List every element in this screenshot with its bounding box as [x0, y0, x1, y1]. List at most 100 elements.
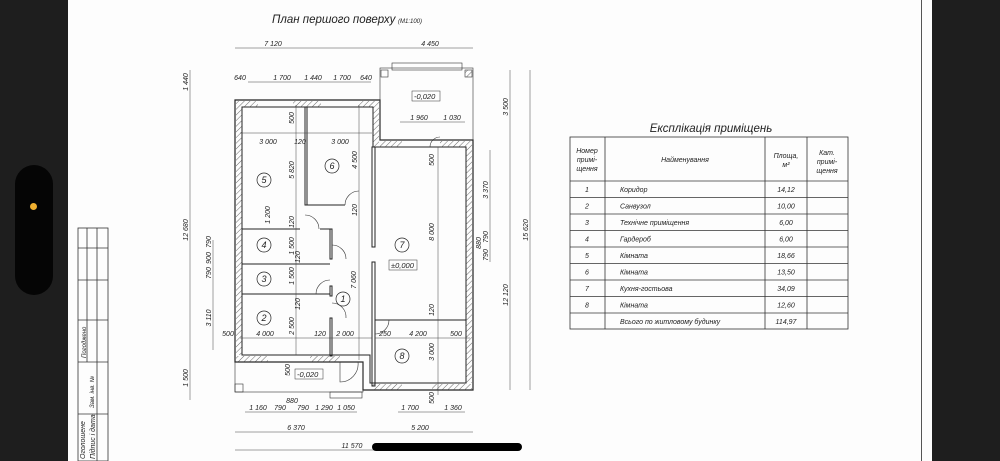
room-number: 2	[260, 313, 266, 323]
dimension-label: 1 160	[249, 405, 267, 412]
dimension-label: 3 500	[503, 98, 510, 116]
dimension-label: 790	[483, 231, 490, 243]
dimension-label: 15 620	[523, 219, 530, 241]
dimension-label: 1 700	[333, 75, 351, 82]
dimension-label: 790	[206, 236, 213, 248]
dimension-label: 120	[429, 304, 436, 316]
table-title: Експлікація приміщень	[650, 123, 773, 135]
dimension-label: 1 050	[337, 405, 355, 412]
stamp-cut: Оголошене	[80, 421, 87, 459]
dimension-label: 120	[295, 298, 302, 310]
plan-scale: (М1:100)	[398, 19, 422, 25]
total-name: Всього по житловому будинку	[620, 318, 721, 326]
level-porch-top: -0,020	[414, 92, 436, 101]
dimension-label: 3 000	[429, 343, 436, 361]
dimension-label: 11 570	[342, 443, 363, 450]
dimension-label: 3 370	[483, 181, 490, 199]
table-cell-area: 14,12	[777, 187, 795, 194]
dimension-label: 1 440	[183, 73, 190, 91]
dimension-label: 4 000	[256, 331, 274, 338]
walls	[234, 62, 474, 399]
table-cell-name: Кімната	[620, 269, 648, 277]
dimension-label: 12 120	[503, 284, 510, 306]
header-category: примі-	[817, 158, 838, 166]
dimension-label: 1 440	[304, 75, 322, 82]
dimension-label: 790	[274, 405, 286, 412]
table-cell-area: 6,00	[779, 220, 793, 227]
table-cell-name: Коридор	[620, 186, 648, 194]
table-cell-area: 34,09	[777, 286, 795, 293]
dimension-label: 3 110	[206, 309, 213, 326]
explication-table	[569, 136, 849, 330]
dimension-label: 1 500	[289, 267, 296, 285]
home-indicator[interactable]	[372, 443, 522, 451]
dimension-label: 5 820	[289, 161, 296, 179]
dimension-label: 500	[285, 364, 292, 376]
frame-border	[921, 0, 922, 461]
room-number: 8	[399, 351, 404, 361]
dimension-label: 1 290	[315, 405, 333, 412]
dimension-label: 1 500	[289, 237, 296, 255]
table-cell-name: Технічне приміщення	[620, 219, 689, 227]
dimension-label: 12 680	[183, 219, 190, 241]
dimension-label: 2 500	[289, 317, 296, 336]
table-cell-name: Гардероб	[620, 236, 652, 244]
header-number: примі-	[577, 156, 598, 164]
indicator-dot-icon	[30, 203, 37, 210]
table-cell-num: 3	[585, 220, 589, 227]
table-cell-area: 13,50	[777, 270, 795, 277]
dimension-label: 900	[206, 252, 213, 264]
dimension-label: 4 200	[409, 331, 427, 338]
header-area: Площа,	[774, 153, 799, 160]
header-area: м²	[782, 162, 790, 169]
dimension-label: 3 000	[259, 139, 277, 146]
dimension-label: 640	[234, 75, 246, 82]
dimension-label: 120	[314, 331, 326, 338]
table-cell-name: Санвузол	[620, 204, 651, 211]
table-cell-num: 5	[585, 253, 589, 260]
dimension-label: 1 960	[410, 115, 428, 122]
dimension-label: 880	[476, 237, 483, 249]
dimension-label: 8 000	[429, 223, 436, 241]
dimension-label: 250	[378, 331, 391, 338]
room-markers	[256, 158, 410, 364]
dimension-label: 500	[222, 331, 234, 338]
dimension-label: 790	[297, 405, 309, 412]
table-cell-num: 7	[585, 286, 590, 293]
dimension-label: 2 000	[335, 331, 354, 338]
dimension-label: 1 200	[265, 206, 272, 224]
table-cell-area: 6,00	[779, 237, 793, 244]
header-category: щення	[816, 168, 838, 175]
dimension-label: 640	[360, 75, 372, 82]
total-area: 114,97	[776, 319, 798, 326]
dimension-label: 880	[286, 398, 298, 405]
table-cell-num: 6	[585, 270, 589, 277]
room-number: 5	[261, 175, 267, 185]
header-category: Кат.	[819, 150, 835, 157]
dimension-label: 500	[429, 392, 436, 404]
room-number: 7	[399, 240, 405, 250]
dimension-label: 6 370	[287, 425, 305, 432]
table-cell-name: Кімната	[620, 302, 648, 310]
table-cell-num: 2	[584, 204, 589, 211]
dimension-label: 500	[429, 154, 436, 166]
dimension-label: 4 450	[421, 41, 439, 48]
header-name: Найменування	[661, 156, 709, 164]
dimension-label: 500	[289, 112, 296, 124]
dimension-label: 1 700	[273, 75, 291, 82]
dimension-label: 5 200	[411, 425, 429, 432]
stamp-approved: Погоджено	[82, 326, 88, 358]
level-floor: ±0,000	[391, 261, 415, 270]
dimension-label: 500	[450, 331, 462, 338]
table-cell-area: 18,66	[777, 253, 795, 260]
stamp-sign: Підпис і дата	[89, 414, 97, 459]
side-handle[interactable]	[15, 165, 53, 295]
dimension-label: 4 500	[352, 151, 359, 169]
dimension-label: 790	[206, 267, 213, 279]
dimension-label: 120	[295, 251, 302, 263]
level-porch-bottom: -0,020	[297, 370, 319, 379]
table-cell-num: 1	[585, 187, 589, 194]
table-cell-area: 10,00	[777, 204, 795, 211]
dimension-label: 7 060	[351, 271, 358, 289]
